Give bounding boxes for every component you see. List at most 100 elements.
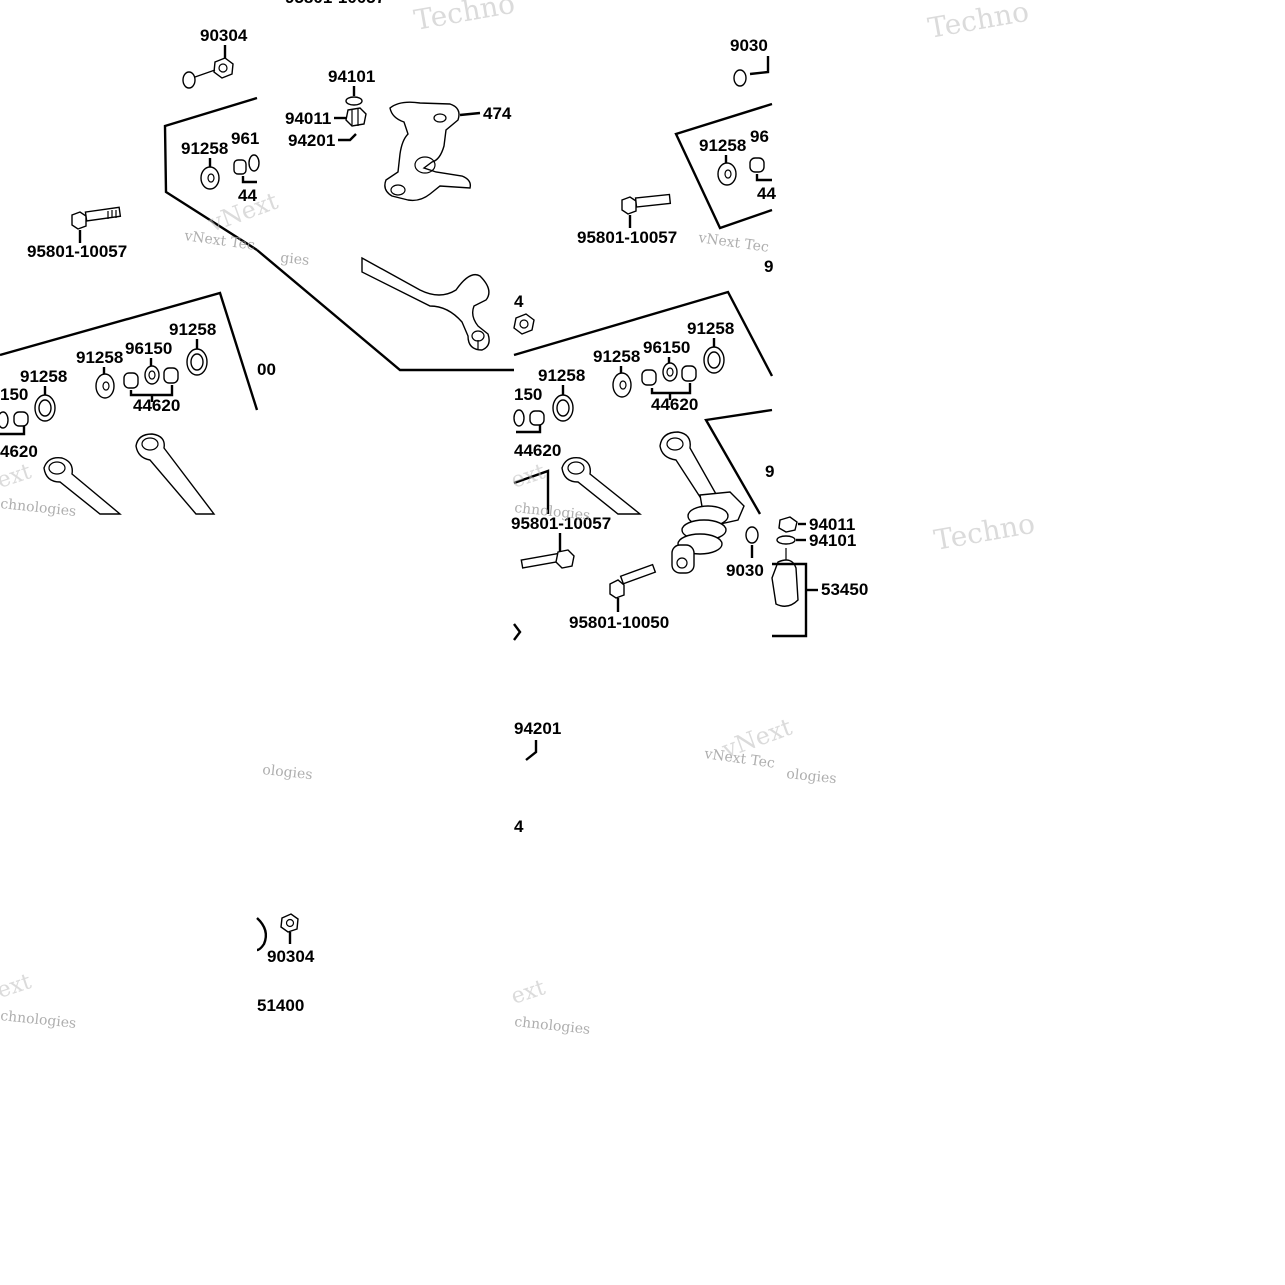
bracket-line [650,383,692,395]
part-label: 91258 [538,366,585,385]
watermark-text: gies [280,250,310,269]
watermark-text: ext [0,969,35,1003]
part-label: 96150 [643,338,690,357]
watermark-text: Techno [411,0,517,37]
bolt-icon [621,193,672,215]
bracket-line [516,425,542,434]
washer-icon [345,96,363,106]
watermark-text: ext [508,975,548,1009]
part-label: 4 [514,292,524,311]
part-label: 91258 [687,319,734,338]
part-label: 44 [757,184,776,203]
part-label: 91258 [169,320,216,339]
washer-icon [95,373,115,399]
frame-outline [674,102,773,230]
part-label: 91258 [181,139,228,158]
steering-knuckle-icon [384,101,472,202]
watermark-text: ext [508,459,548,493]
nut-icon [513,313,535,335]
part-label: 91258 [76,348,123,367]
part-label: 150 [514,385,542,404]
watermark-text: chnologies [514,500,591,524]
bracket-line [0,426,26,436]
part-label: 9 [764,257,773,276]
frame-outline [704,408,773,515]
washer-icon [200,166,220,190]
castle-nut-icon [778,516,798,533]
bushing-icon [0,411,29,429]
bushing-icon [123,365,179,389]
part-label: 9030 [730,36,768,55]
part-label: 96150 [125,339,172,358]
washer-icon [776,535,796,545]
part-label: 90304 [267,947,315,966]
part-label: 94011 [809,515,855,534]
leader-line [749,56,770,76]
control-arm-icon [561,431,717,515]
watermark-text: vNext Tec [696,230,769,256]
tie-rod-end-icon [361,256,490,351]
frame-outline [513,290,774,377]
watermark-text: vNext Tec [182,228,255,254]
bolt-icon [520,549,575,569]
watermark-text: chnologies [0,1008,77,1032]
part-label: 00 [257,360,276,379]
watermark-text: ext [0,459,35,493]
tile-knuckle: 95801-10057 94101 94011 94201 474 [256,0,514,372]
bushing-icon [513,409,545,427]
part-label: 94101 [328,67,375,86]
part-label: 94201 [514,719,561,738]
part-label: 4620 [0,442,38,461]
tile-tie-rod: 90304 51400 [256,913,315,1015]
bushing-icon [641,362,697,386]
ball-joint-icon [771,548,799,607]
nut-icon [745,526,759,544]
frame-outline [513,469,550,514]
part-label: 51400 [257,996,304,1015]
bracket-line [241,176,257,184]
watermark-text: ologies [262,762,314,783]
part-label: 91258 [699,136,746,155]
part-label: 9030 [726,561,764,580]
frame-outline [256,249,514,372]
part-label: 44 [238,186,257,205]
castle-nut-icon [345,107,367,127]
leader-line [525,740,538,761]
tile-shock-absorber: 95801-10057 95801-10050 9030 94011 [511,491,868,641]
washer-icon [717,162,737,186]
bolt-icon [71,206,122,230]
part-label: 94011 [285,109,331,128]
bushing-icon [233,154,260,175]
part-label: 44620 [651,395,698,414]
part-label: 95801-10057 [511,514,611,533]
part-label: 9 [765,462,774,481]
nut-icon [733,69,747,87]
part-label: 96 [750,127,769,146]
part-label: 44620 [514,441,561,460]
tile-split-pin: 94201 4 [514,719,561,836]
frame-outline [256,917,268,952]
watermark-text: Techno [925,0,1031,45]
part-label: 91258 [20,367,67,386]
part-label: 150 [0,385,28,404]
leader-line [338,133,357,142]
part-label: 91258 [593,347,640,366]
part-label: 94101 [809,531,856,550]
watermark-text: chnologies [0,496,77,520]
washer-icon [612,372,632,398]
part-label: 474 [483,104,512,123]
nut-icon [280,913,299,933]
shock-absorber-icon [671,491,745,574]
frame-outline [513,623,522,641]
bracket-line [755,174,772,182]
control-arm-icon [43,433,216,515]
part-label: 95801-10057 [577,228,677,247]
bolt-icon [609,563,657,599]
part-label: 94201 [288,131,335,150]
tile-front-arm-left: 90304 91258 961 44 95801-10057 [0,26,276,515]
frame-outline [0,291,259,411]
bracket-line [772,562,808,638]
watermark-text: Techno [931,507,1037,557]
